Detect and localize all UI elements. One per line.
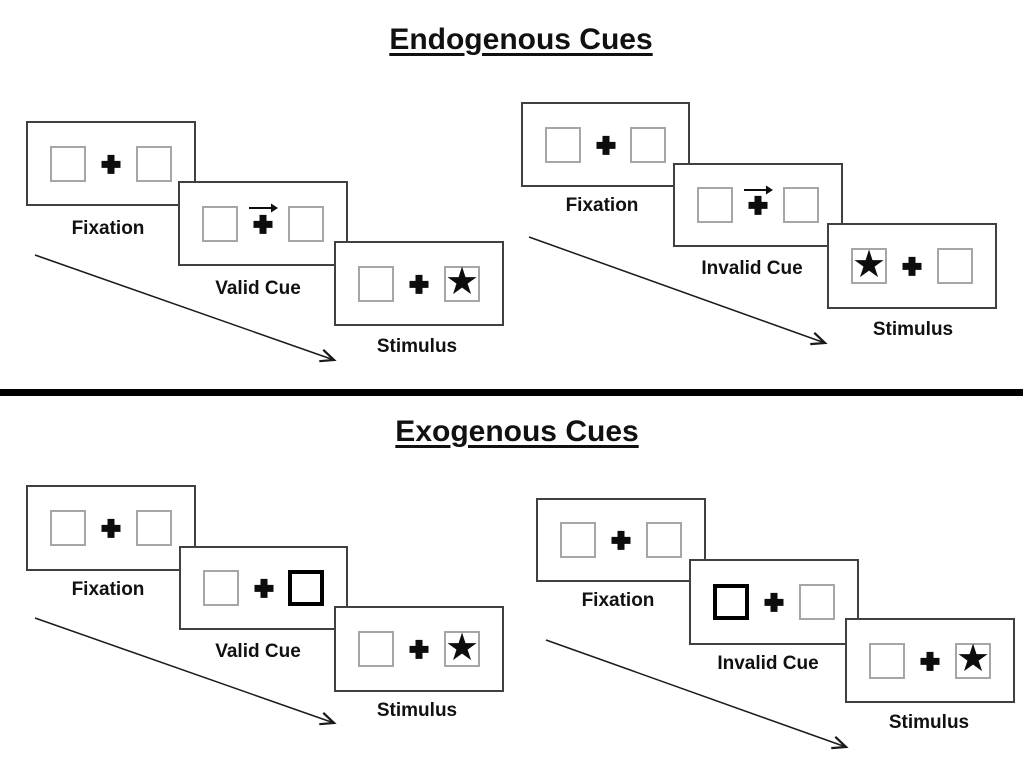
section-title-endogenous: Endogenous Cues — [389, 23, 653, 56]
endogenous-valid-fixation-panel — [26, 121, 196, 206]
star-stimulus-box: ★ — [851, 243, 887, 286]
star-stimulus-box: ★ — [444, 626, 480, 669]
panel-label-fixation: Fixation — [565, 195, 639, 216]
left-placeholder-box — [358, 265, 394, 302]
right-placeholder-box — [937, 248, 973, 284]
panel-label-stimulus: Stimulus — [888, 712, 970, 733]
fixation-cross-icon — [409, 639, 429, 659]
fixation-cross-icon — [101, 518, 121, 538]
left-placeholder-box — [202, 205, 238, 242]
panel-label-valid-cue: Valid Cue — [215, 641, 301, 662]
panel-label-valid-cue: Valid Cue — [215, 278, 301, 299]
timeline-arrow-icon — [528, 236, 828, 346]
left-placeholder-box — [560, 522, 596, 558]
right-placeholder-box — [136, 510, 172, 546]
fixation-cross-icon — [596, 135, 615, 155]
timeline-arrow-icon — [34, 617, 337, 726]
section-divider — [0, 389, 1023, 396]
star-stimulus-box: ★ — [955, 638, 991, 680]
panel-label-stimulus: Stimulus — [376, 336, 458, 357]
exogenous-valid-stimulus-panel: ★ — [334, 606, 504, 692]
endogenous-invalid-fixation-panel — [521, 102, 690, 187]
fixation-cross-icon — [611, 530, 631, 550]
panel-label-stimulus: Stimulus — [376, 700, 458, 721]
cue-arrow-icon — [249, 203, 278, 213]
right-placeholder-box — [136, 145, 172, 182]
endogenous-valid-cue-panel — [178, 181, 348, 266]
fixation-cross-icon — [920, 651, 940, 671]
exogenous-valid-cue-panel — [179, 546, 348, 630]
right-placeholder-box — [799, 584, 835, 620]
fixation-cross-icon — [253, 214, 273, 234]
endogenous-invalid-cue-panel — [673, 163, 843, 247]
panel-label-invalid-cue: Invalid Cue — [701, 258, 803, 279]
star-icon: ★ — [851, 243, 887, 286]
fixation-cross-icon — [902, 256, 922, 276]
fixation-cross-icon — [254, 578, 273, 598]
panel-label-fixation: Fixation — [581, 590, 655, 611]
fixation-cross-icon — [764, 592, 784, 612]
left-placeholder-box — [203, 570, 239, 606]
left-placeholder-box — [697, 187, 733, 223]
section-title-exogenous: Exogenous Cues — [395, 415, 639, 448]
exogenous-invalid-fixation-panel — [536, 498, 706, 582]
exogenous-invalid-stimulus-panel: ★ — [845, 618, 1015, 703]
fixation-cross-icon — [748, 195, 768, 215]
panel-label-invalid-cue: Invalid Cue — [717, 653, 819, 674]
star-icon: ★ — [955, 638, 991, 680]
left-placeholder-box — [50, 510, 86, 546]
right-placeholder-box — [288, 205, 324, 242]
left-placeholder-box — [50, 145, 86, 182]
timeline-arrow-icon — [34, 254, 337, 363]
left-placeholder-box — [869, 642, 905, 679]
left-placeholder-box — [358, 631, 394, 667]
star-stimulus-box: ★ — [444, 261, 480, 303]
endogenous-valid-stimulus-panel: ★ — [334, 241, 504, 326]
star-icon: ★ — [444, 261, 480, 303]
endogenous-invalid-stimulus-panel: ★ — [827, 223, 997, 309]
panel-label-fixation: Fixation — [71, 579, 145, 600]
exogenous-invalid-cue-panel — [689, 559, 859, 645]
right-placeholder-box — [630, 126, 666, 163]
fixation-cross-icon — [101, 154, 121, 174]
right-placeholder-box — [783, 187, 819, 223]
star-icon: ★ — [444, 626, 480, 669]
fixation-cross-icon — [409, 274, 429, 294]
left-placeholder-box — [545, 126, 581, 163]
exogenous-valid-fixation-panel — [26, 485, 196, 571]
panel-label-fixation: Fixation — [71, 218, 145, 239]
panel-label-stimulus: Stimulus — [872, 319, 954, 340]
timeline-arrow-icon — [545, 639, 849, 750]
right-placeholder-box — [646, 522, 682, 558]
bold-cue-box — [713, 584, 749, 620]
cue-arrow-icon — [744, 185, 773, 195]
bold-cue-box — [288, 570, 324, 606]
